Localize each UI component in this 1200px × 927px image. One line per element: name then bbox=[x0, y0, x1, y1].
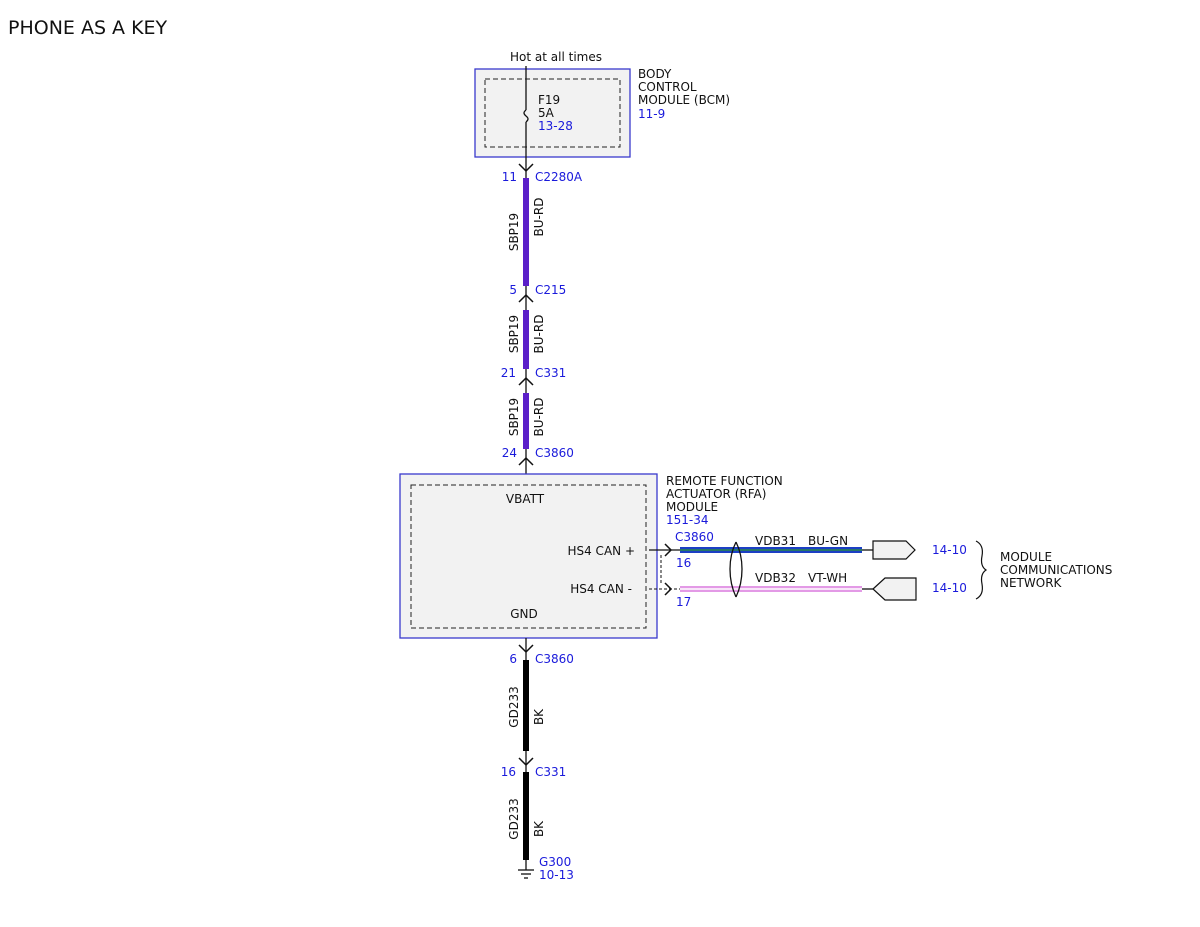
connector-can-minus-pin: 17 bbox=[676, 595, 691, 609]
connector-c3860-top-pin: 24 bbox=[502, 446, 517, 460]
wire-vdb31-circuit: VDB31 bbox=[755, 534, 796, 548]
rfa-vbatt-label: VBATT bbox=[506, 492, 545, 506]
bcm-name-line-1: BODY bbox=[638, 67, 672, 81]
connector-c3860-top-name: C3860 bbox=[535, 446, 574, 460]
connector-c3860-bottom-pin: 6 bbox=[509, 652, 517, 666]
connector-can-plus-icon bbox=[664, 543, 673, 557]
rfa-can-minus-label: HS4 CAN - bbox=[570, 582, 632, 596]
ground-name[interactable]: G300 bbox=[539, 855, 571, 869]
wire-gnd2-color: BK bbox=[532, 820, 546, 837]
rfa-name-line-3: MODULE bbox=[666, 500, 718, 514]
wire-seg3-color: BU-RD bbox=[532, 398, 546, 437]
fuse-ref[interactable]: 13-28 bbox=[538, 119, 573, 133]
connector-c331-bottom-name: C331 bbox=[535, 765, 566, 779]
connector-c2280a-pin: 11 bbox=[502, 170, 517, 184]
bcm-name-line-2: CONTROL bbox=[638, 80, 697, 94]
network-name-line-3: NETWORK bbox=[1000, 576, 1063, 590]
bcm-ref[interactable]: 11-9 bbox=[638, 107, 665, 121]
ground-icon bbox=[518, 860, 534, 879]
wire-vdb32-circuit: VDB32 bbox=[755, 571, 796, 585]
rfa-can-plus-label: HS4 CAN + bbox=[567, 544, 635, 558]
connector-can-minus-icon bbox=[664, 582, 673, 596]
wire-gnd1-color: BK bbox=[532, 708, 546, 725]
ground-ref[interactable]: 10-13 bbox=[539, 868, 574, 882]
connector-c331-bottom-icon bbox=[518, 757, 534, 767]
bcm-module[interactable] bbox=[474, 68, 631, 158]
connector-c3860-bottom-icon bbox=[518, 644, 534, 654]
rfa-module[interactable] bbox=[399, 473, 658, 639]
network-name-line-2: COMMUNICATIONS bbox=[1000, 563, 1112, 577]
twisted-pair-icon bbox=[729, 541, 743, 598]
connector-c331-top-pin: 21 bbox=[501, 366, 516, 380]
connector-c215-name: C215 bbox=[535, 283, 566, 297]
rfa-name-line-1: REMOTE FUNCTION bbox=[666, 474, 783, 488]
network-minus-ref[interactable]: 14-10 bbox=[932, 581, 967, 595]
page-title: PHONE AS A KEY bbox=[8, 17, 168, 39]
wire-seg1-color: BU-RD bbox=[532, 198, 546, 237]
wire-seg1-circuit: SBP19 bbox=[507, 213, 521, 251]
bcm-name-line-3: MODULE (BCM) bbox=[638, 93, 730, 107]
connector-c2280a-name: C2280A bbox=[535, 170, 583, 184]
rfa-ref[interactable]: 151-34 bbox=[666, 513, 709, 527]
power-label: Hot at all times bbox=[510, 50, 602, 64]
wire-seg2-circuit: SBP19 bbox=[507, 315, 521, 353]
wire-seg3-circuit: SBP19 bbox=[507, 398, 521, 436]
network-plus-arrow-icon[interactable] bbox=[872, 540, 916, 560]
connector-c3860-top-icon bbox=[518, 456, 534, 466]
fuse-name: F19 bbox=[538, 93, 560, 107]
wire-vdb32-color: VT-WH bbox=[808, 571, 847, 585]
wire-gnd1-circuit: GD233 bbox=[507, 686, 521, 727]
rfa-gnd-label: GND bbox=[510, 607, 538, 621]
connector-c331-top-name: C331 bbox=[535, 366, 566, 380]
connector-c3860-bottom-name: C3860 bbox=[535, 652, 574, 666]
fuse-icon bbox=[523, 66, 529, 170]
connector-c331-bottom-pin: 16 bbox=[501, 765, 516, 779]
wire-seg2-color: BU-RD bbox=[532, 315, 546, 354]
connector-c215-icon bbox=[518, 293, 534, 303]
network-name-line-1: MODULE bbox=[1000, 550, 1052, 564]
wire-gnd2-circuit: GD233 bbox=[507, 798, 521, 839]
network-plus-ref[interactable]: 14-10 bbox=[932, 543, 967, 557]
network-minus-arrow-icon[interactable] bbox=[872, 577, 917, 601]
connector-c331-top-icon bbox=[518, 376, 534, 386]
fuse-rating: 5A bbox=[538, 106, 555, 120]
brace-icon bbox=[975, 540, 988, 600]
connector-c215-pin: 5 bbox=[509, 283, 517, 297]
rfa-name-line-2: ACTUATOR (RFA) bbox=[666, 487, 766, 501]
connector-can-plus-pin: 16 bbox=[676, 556, 691, 570]
wire-vdb31-color: BU-GN bbox=[808, 534, 848, 548]
connector-can-name: C3860 bbox=[675, 530, 714, 544]
